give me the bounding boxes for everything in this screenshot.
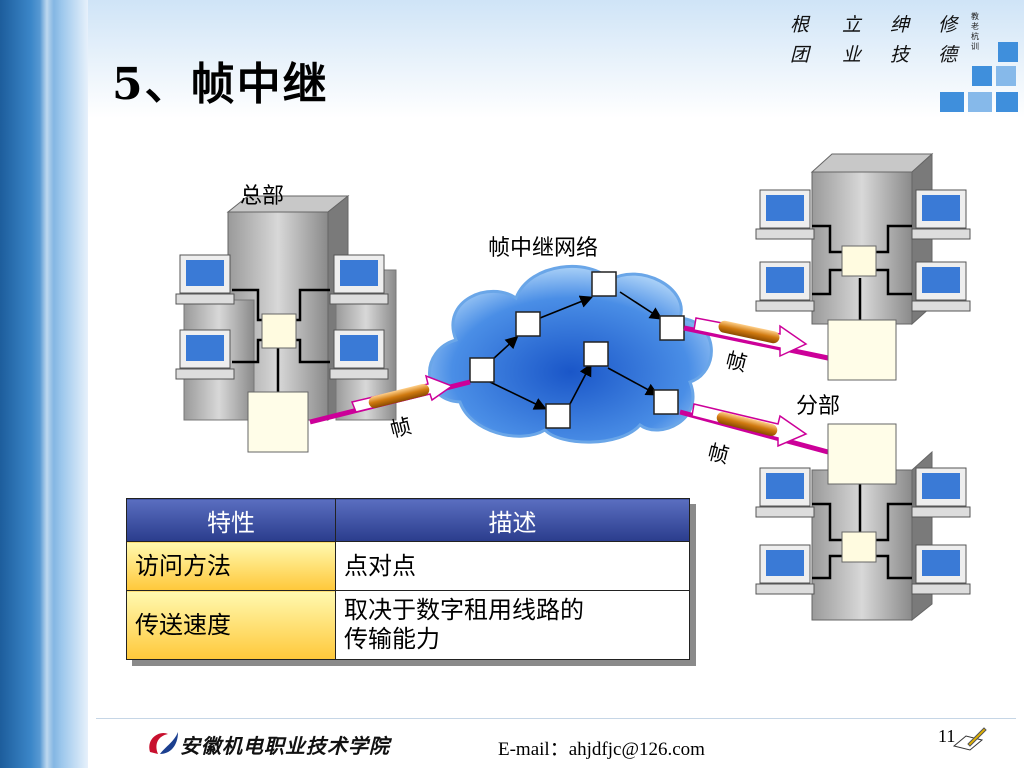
row-value: 点对点 [335,541,690,591]
header-feature: 特性 [126,498,336,542]
page-number: 11 [938,726,956,746]
hq-building [183,194,397,422]
book-pen-icon [952,727,987,751]
hq-computers [175,254,389,380]
row-value-line: 取决于数字租用线路的 [344,596,584,624]
cloud-paths [489,291,663,410]
row-value-line: 传输能力 [344,625,440,653]
branch-label: 分部 [796,394,841,419]
motto-char: 团 [790,44,810,66]
motto-char: 绅 [890,14,910,36]
table-row: 访问方法 点对点 [126,541,690,591]
motto-char: 根 [790,14,810,36]
decor-square [972,66,992,86]
frame-arrows [350,317,808,448]
row-key: 传送速度 [126,590,336,660]
row-value-line: 点对点 [344,551,416,580]
hq-wiring [232,288,330,392]
slide-title: 5、帧中继 [112,59,329,110]
footer-divider [96,718,1016,719]
decor-square [998,42,1018,62]
row-value: 取决于数字租用线路的传输能力 [335,590,690,660]
table-header-row: 特性 描述 [126,498,690,542]
school-name: 安徽机电职业技术学院 [180,734,390,758]
motto-char: 技 [890,44,910,66]
motto-char: 业 [842,44,862,66]
hq-router [247,391,309,453]
header-description: 描述 [335,498,690,542]
header-band [88,0,1024,118]
frame-relay-cloud [428,264,713,444]
hq-hub [261,313,297,349]
decor-square [968,92,992,112]
motto-char: 修 [938,14,958,36]
school-logo-icon [149,732,178,754]
branch-building-top [755,152,971,381]
left-decor-bar [0,0,88,768]
hq-label: 总部 [240,184,285,209]
row-key: 访问方法 [126,541,336,591]
motto-char: 立 [842,14,862,36]
feature-table: 特性 描述 访问方法 点对点 传送速度 取决于数字租用线路的传输能力 [126,498,690,660]
decor-square [996,92,1018,112]
cloud-label: 帧中继网络 [488,236,599,261]
decor-square [940,92,964,112]
motto-small-text: 教老杭训 [971,12,979,51]
branch-building-bottom [755,423,971,622]
contact-email: E-mail：ahjdfjc@126.com [498,739,705,760]
decor-square [996,66,1016,86]
motto-char: 德 [938,44,958,66]
table-row: 传送速度 取决于数字租用线路的传输能力 [126,590,690,660]
cloud-switches [469,271,685,429]
